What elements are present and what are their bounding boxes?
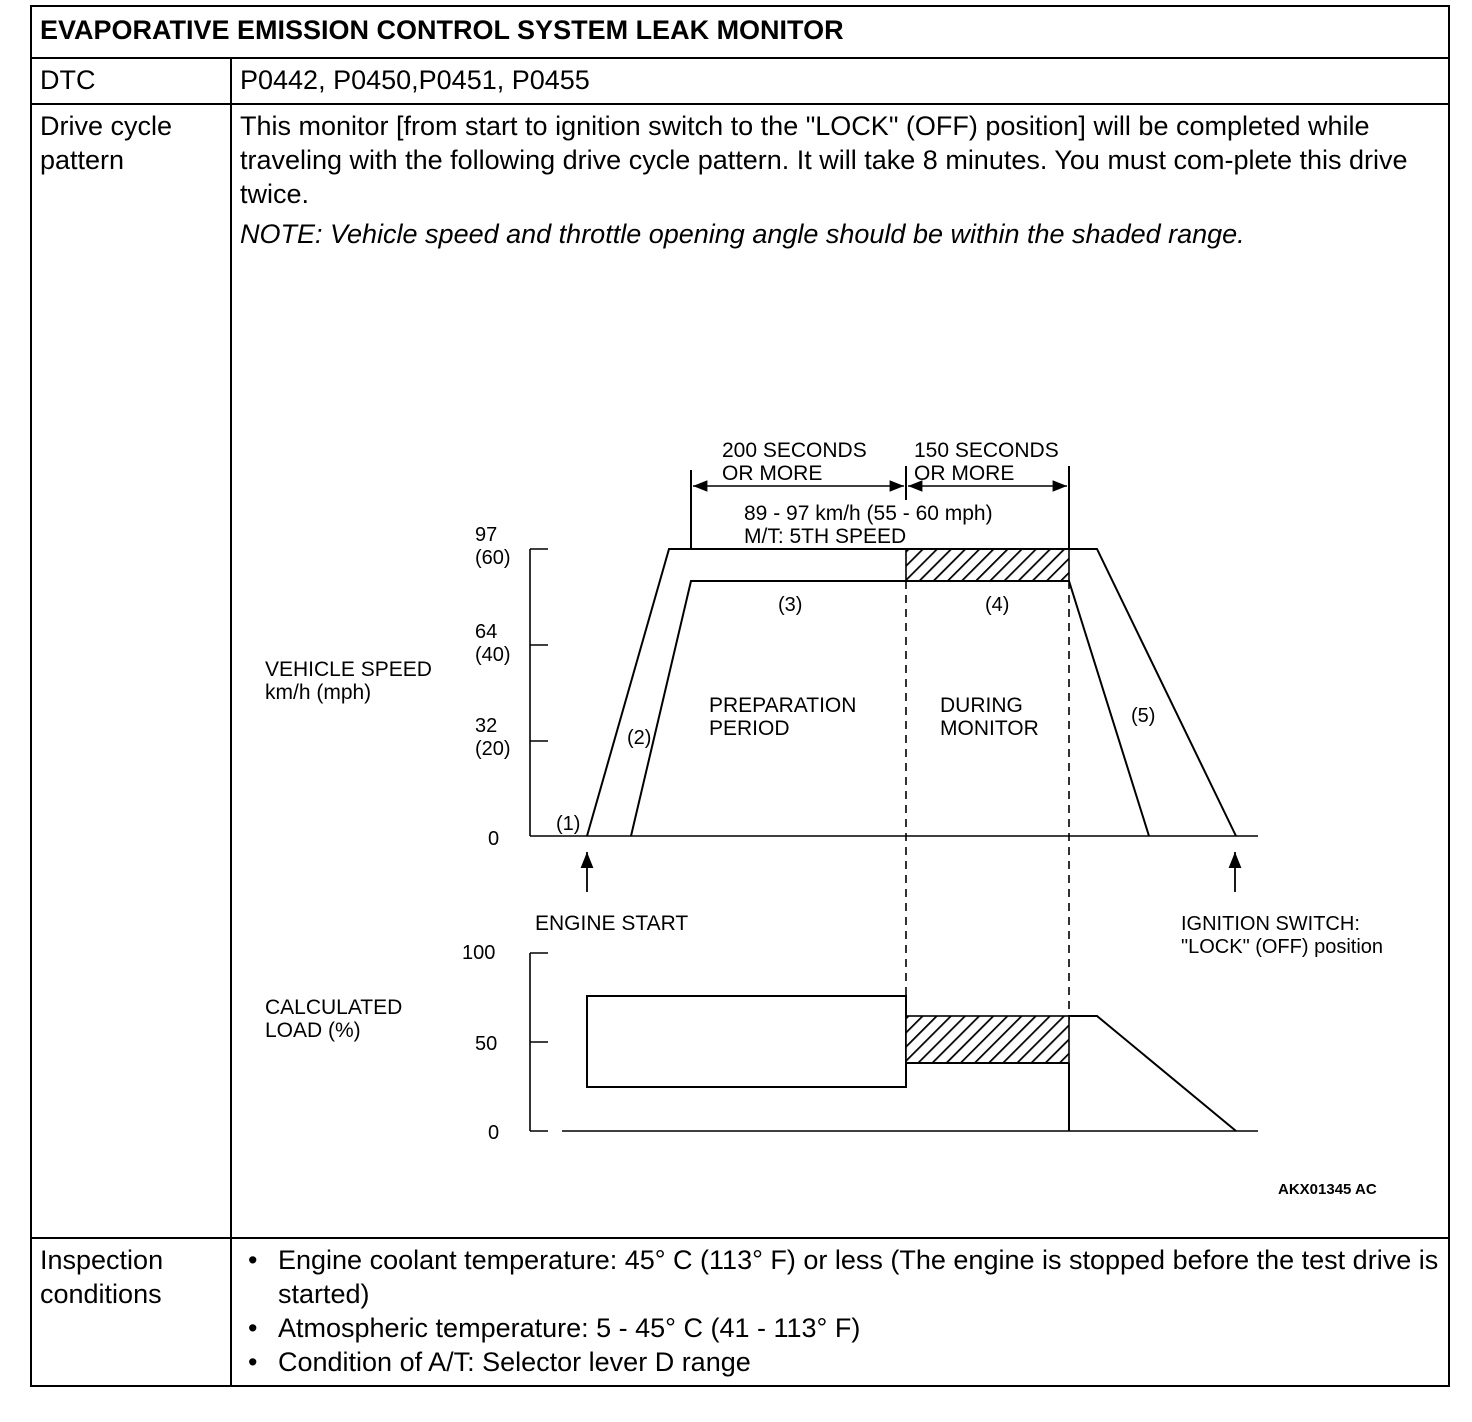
inspection-value: Engine coolant temperature: 45° C (113° … — [232, 1239, 1448, 1385]
monitor-label-line1: DURING — [940, 694, 1023, 717]
speed-tick-label: (40) — [475, 644, 511, 666]
engine-start-label: ENGINE START — [535, 912, 688, 935]
drive-cycle-label-line2: pattern — [40, 145, 125, 175]
load-axis-label-line1: CALCULATED — [265, 996, 402, 1019]
monitor-load-shaded-range — [905, 1015, 1070, 1064]
dtc-value: P0442, P0450,P0451, P0455 — [240, 65, 590, 95]
speed-tick-label: 32 — [475, 715, 497, 737]
inspection-item: Engine coolant temperature: 45° C (113° … — [240, 1243, 1440, 1311]
preparation-label-line1: PREPARATION — [709, 694, 856, 717]
duration2-line2: OR MORE — [914, 462, 1014, 485]
speed-shaded-range — [905, 548, 1070, 582]
monitor-label-line2: MONITOR — [940, 717, 1039, 740]
phase-2-label: (2) — [627, 727, 651, 749]
preparation-load-range — [586, 995, 907, 1088]
speed-axis-label-line1: VEHICLE SPEED — [265, 658, 432, 681]
speed-upper-envelope — [586, 548, 1237, 837]
dtc-label: DTC — [32, 59, 232, 103]
inspection-label-line2: conditions — [40, 1279, 162, 1309]
inspection-row: Inspection conditions Engine coolant tem… — [32, 1239, 1448, 1385]
duration1-line2: OR MORE — [722, 462, 822, 485]
gear-label: M/T: 5TH SPEED — [744, 525, 906, 548]
speed-lower-envelope — [630, 580, 1150, 837]
speed-axis-label-line2: km/h (mph) — [265, 681, 371, 704]
load-decel-line — [1069, 1015, 1237, 1132]
load-axis-label-line2: LOAD (%) — [265, 1019, 361, 1042]
phase-1-label: (1) — [556, 813, 580, 835]
speed-tick-label: (60) — [475, 547, 511, 569]
phase-3-label: (3) — [778, 594, 802, 616]
ignition-label-line1: IGNITION SWITCH: — [1181, 913, 1360, 935]
drive-cycle-value: This monitor [from start to ignition swi… — [232, 105, 1448, 1237]
inspection-list: Engine coolant temperature: 45° C (113° … — [240, 1243, 1440, 1379]
load-tick-label: 100 — [462, 942, 495, 964]
phase-5-label: (5) — [1131, 705, 1155, 727]
document-table: EVAPORATIVE EMISSION CONTROL SYSTEM LEAK… — [30, 5, 1450, 1387]
dtc-row: DTC P0442, P0450,P0451, P0455 — [32, 59, 1448, 105]
inspection-item: Atmospheric temperature: 5 - 45° C (41 -… — [240, 1311, 1440, 1345]
drive-cycle-label-line1: Drive cycle — [40, 111, 173, 141]
figure-code: AKX01345 AC — [1278, 1181, 1377, 1198]
speed-tick-label: 97 — [475, 524, 497, 546]
title-row: EVAPORATIVE EMISSION CONTROL SYSTEM LEAK… — [32, 7, 1448, 59]
drive-cycle-description: This monitor [from start to ignition swi… — [240, 111, 1408, 209]
ignition-label-line2: "LOCK" (OFF) position — [1181, 936, 1383, 958]
preparation-label-line2: PERIOD — [709, 717, 790, 740]
document-title: EVAPORATIVE EMISSION CONTROL SYSTEM LEAK… — [40, 15, 844, 45]
drive-cycle-label: Drive cycle pattern — [32, 105, 232, 1237]
load-tick-label: 0 — [488, 1122, 499, 1144]
duration1-line1: 200 SECONDS — [722, 439, 867, 462]
load-tick-label: 50 — [475, 1033, 497, 1055]
speed-tick-label: 64 — [475, 621, 497, 643]
phase-4-label: (4) — [985, 594, 1009, 616]
speed-tick-label: (20) — [475, 738, 511, 760]
duration2-line1: 150 SECONDS — [914, 439, 1059, 462]
inspection-label: Inspection conditions — [32, 1239, 232, 1385]
speed-range-label: 89 - 97 km/h (55 - 60 mph) — [744, 502, 993, 525]
drive-cycle-note: NOTE: Vehicle speed and throttle opening… — [240, 219, 1245, 249]
speed-tick-label: 0 — [488, 828, 499, 850]
inspection-item: Condition of A/T: Selector lever D range — [240, 1345, 1440, 1379]
drive-cycle-row: Drive cycle pattern This monitor [from s… — [32, 105, 1448, 1239]
inspection-label-line1: Inspection — [40, 1245, 164, 1275]
